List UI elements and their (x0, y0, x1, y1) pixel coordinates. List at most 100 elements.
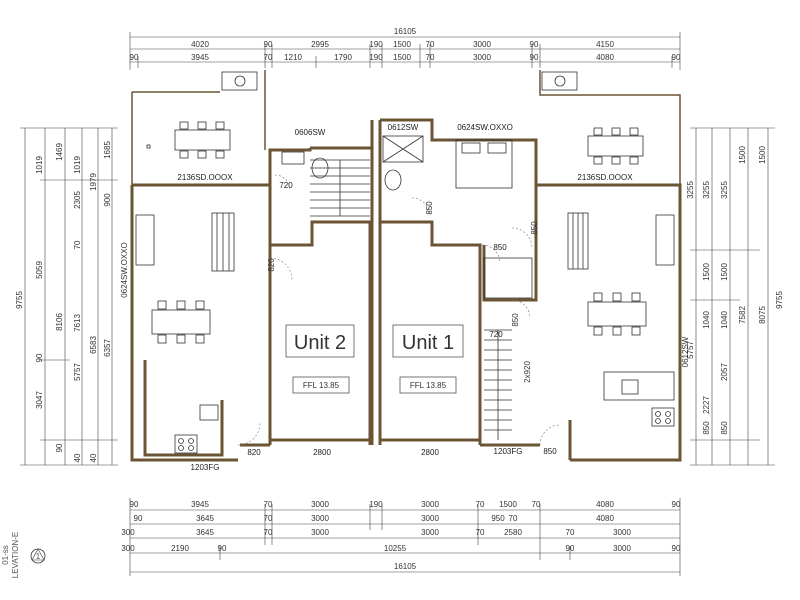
dim-left-f0: 1685 (103, 141, 112, 159)
dim-left-f3: 6357 (103, 339, 112, 357)
dim-bot-r3-4: 70 (476, 528, 485, 537)
dim-bot-r3-3: 3000 (421, 528, 439, 537)
dim-bot-small-4: 300 (121, 544, 135, 553)
shower (382, 135, 424, 163)
building-walls (130, 70, 682, 462)
door-swings (237, 174, 561, 446)
dim-top-r1-4: 1500 (393, 40, 411, 49)
toilet-right (384, 169, 402, 191)
dim-bot-r4-1: 90 (218, 544, 227, 553)
unit1-name-box (392, 324, 464, 358)
dim-right-a4: 1500 (758, 146, 767, 164)
label-2800-right: 2800 (421, 448, 439, 457)
dim-bot-r1-0: 90 (130, 500, 139, 509)
dim-bot-r4-4: 3000 (613, 544, 631, 553)
stair-right (484, 329, 512, 440)
dim-right-b2: 2057 (720, 363, 729, 381)
top-dimensions: 16105 4020 90 2995 190 1500 70 3000 90 4… (130, 27, 681, 70)
dim-left-b1: 5059 (35, 261, 44, 279)
ac-unit-left (221, 71, 258, 91)
label-720: 720 (279, 181, 293, 190)
label-850-stair: 850 (511, 313, 520, 327)
dim-right-a3: 1500 (738, 146, 747, 164)
label-0624sw-oxxo-left: 0624SW.OXXO (120, 242, 129, 298)
dim-top-r1-3: 190 (369, 40, 383, 49)
dim-left-g0: 90 (55, 443, 64, 452)
unit2-name-box (285, 324, 355, 358)
dim-top-r2-4: 1790 (334, 53, 352, 62)
dim-top-r1-2: 2995 (311, 40, 329, 49)
unit1-ffl-box (399, 376, 457, 394)
dim-bot-r4-0: 2190 (171, 544, 189, 553)
bed (455, 139, 513, 189)
dim-top-r2-5: 190 (369, 53, 383, 62)
cooktop-left (174, 434, 198, 454)
dim-bot-r3-7: 3000 (613, 528, 631, 537)
right-dimensions: 3255 3255 3255 1500 1500 1500 1500 2057 … (686, 127, 784, 466)
dim-top-r2-11: 90 (672, 53, 681, 62)
dim-bot-r2-1: 70 (264, 514, 273, 523)
dim-right-c2: 7582 (738, 306, 747, 324)
dim-bot-small-3: 300 (121, 528, 135, 537)
label-820-bottom: 820 (247, 448, 261, 457)
dim-bot-r2-4: 950 (491, 514, 505, 523)
opening-labels: 0606SW 0612SW 0624SW.OXXO 2136SD.OOOX 21… (120, 123, 690, 472)
dim-bot-r2-8: 4080 (596, 514, 614, 523)
kitchen-bench-right (603, 371, 675, 401)
dining-table-left (151, 309, 211, 335)
dim-right-c5: 9755 (775, 291, 784, 309)
dim-right-a0: 3255 (686, 181, 695, 199)
dim-bot-r2-3: 3000 (421, 514, 439, 523)
dim-left-d2: 7613 (73, 314, 82, 332)
dim-left-g2: 40 (89, 453, 98, 462)
unit-labels: Unit 2 FFL 13.85 Unit 1 FFL 13.85 (285, 324, 464, 394)
dim-total-top: 16105 (394, 27, 417, 36)
furniture (135, 71, 675, 454)
label-0606sw: 0606SW (295, 128, 326, 137)
dim-left-a0: 9755 (15, 291, 24, 309)
dim-right-c0: 1040 (702, 311, 711, 329)
dim-left-d3: 70 (73, 240, 82, 249)
stair-left (310, 159, 370, 217)
dim-bot-r1-5: 3000 (421, 500, 439, 509)
unit2-ffl: FFL 13.85 (303, 381, 340, 390)
label-850-ens: 850 (493, 243, 507, 252)
ac-unit-right (541, 71, 578, 91)
outdoor-table-left (174, 129, 231, 151)
dim-right-c1: 1040 (720, 311, 729, 329)
dim-bot-r3-6: 70 (566, 528, 575, 537)
dining-table-right (587, 301, 647, 327)
dim-top-r1-1: 90 (264, 40, 273, 49)
unit2-ffl-box (292, 376, 350, 394)
label-850-bed: 850 (530, 221, 539, 235)
label-0612sw-top: 0612SW (388, 123, 419, 132)
dim-top-r2-9: 90 (530, 53, 539, 62)
label-1203fg-right: 1203FG (494, 447, 523, 456)
dim-bot-r1-4: 190 (369, 500, 383, 509)
dim-left-e0: 1979 (89, 173, 98, 191)
dim-bot-r2-5: 70 (509, 514, 518, 523)
dim-left-d0: 1019 (73, 156, 82, 174)
dim-left-f1: 900 (103, 193, 112, 207)
cooktop-right (651, 407, 675, 427)
dim-top-r2-6: 1500 (393, 53, 411, 62)
sink-right (621, 379, 639, 395)
dim-top-r2-10: 4080 (596, 53, 614, 62)
elevation-ref: 1 (36, 552, 41, 561)
dim-bot-r1-9: 4080 (596, 500, 614, 509)
dim-top-r2-2: 70 (264, 53, 273, 62)
dim-top-r1-8: 4150 (596, 40, 614, 49)
left-dimensions: 9755 1019 5059 3047 90 1469 8106 1019 23… (15, 127, 118, 466)
label-0624sw-oxxo-top: 0624SW.OXXO (457, 123, 513, 132)
elevation-title: LEVATION-E (11, 532, 20, 578)
dim-left-b3: 90 (35, 353, 44, 362)
dim-left-b0: 1019 (35, 156, 44, 174)
dim-right-d0: 5757 (686, 341, 695, 359)
dim-right-a1: 3255 (702, 181, 711, 199)
elevation-code: 01-ss (1, 545, 10, 565)
dim-bot-r3-2: 3000 (311, 528, 329, 537)
dim-top-r2-0: 90 (130, 53, 139, 62)
unit1-name: Unit 1 (402, 332, 454, 354)
sink-left (199, 404, 219, 421)
